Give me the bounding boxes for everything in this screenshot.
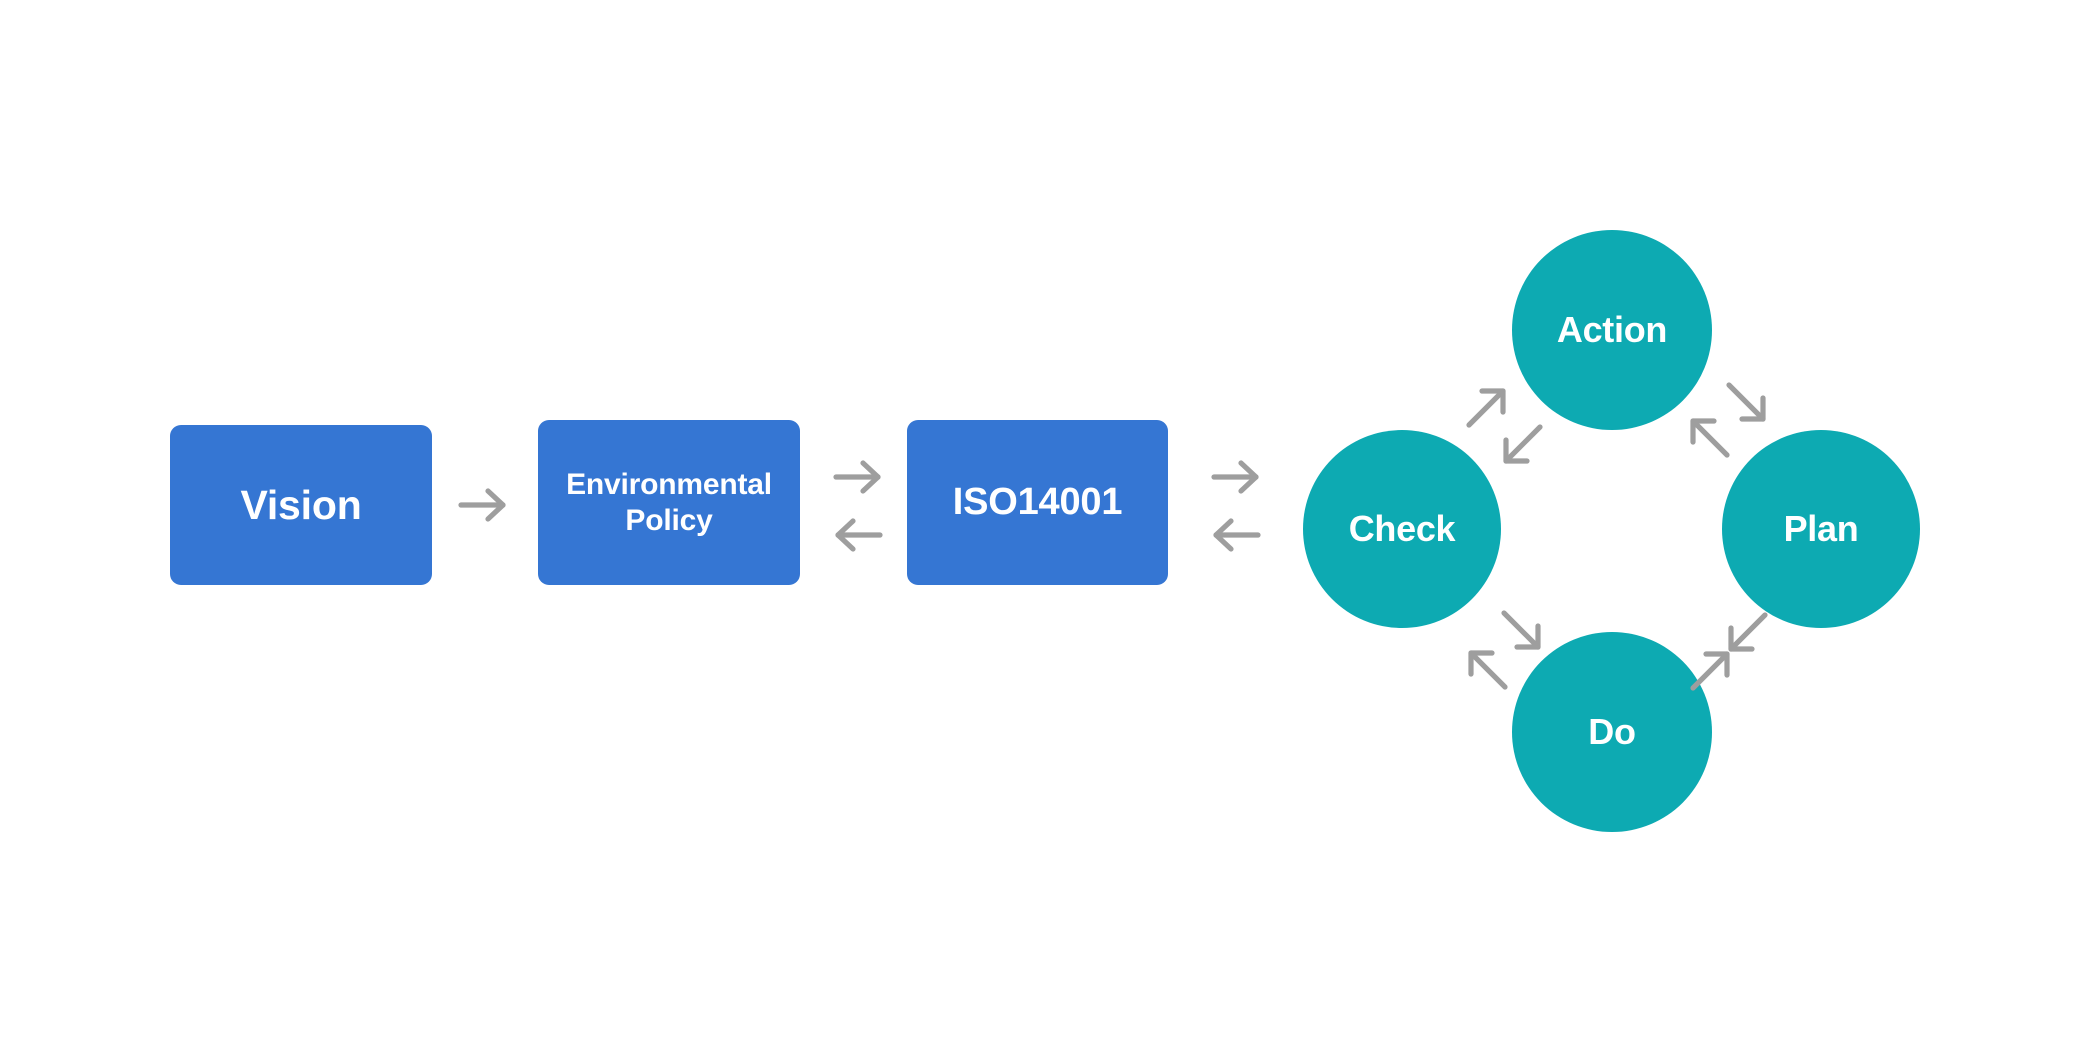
- arrow-down-left-icon: [1722, 608, 1772, 658]
- process-box-environmental-policy[interactable]: Environmental Policy: [538, 420, 800, 585]
- arrow-right-icon: [455, 478, 511, 532]
- arrow-up-right-icon: [1686, 645, 1736, 695]
- policy-label-line-2: Policy: [625, 503, 713, 537]
- connector-check-to-action: [1462, 382, 1512, 432]
- connector-do-to-plan: [1686, 645, 1736, 695]
- connector-plan-to-action: [1684, 412, 1734, 462]
- connector-iso-to-pdca: [1208, 450, 1264, 504]
- arrow-up-left-icon: [1462, 644, 1512, 694]
- process-box-environmental-policy-label: Environmental Policy: [566, 467, 772, 538]
- arrow-down-left-icon: [1497, 420, 1547, 470]
- pdca-node-plan[interactable]: Plan: [1722, 430, 1920, 628]
- connector-policy-to-iso: [830, 450, 886, 504]
- arrow-up-right-icon: [1462, 382, 1512, 432]
- connector-check-to-do: [1462, 644, 1512, 694]
- arrow-down-right-icon: [1722, 378, 1772, 428]
- arrow-down-right-icon: [1497, 606, 1547, 656]
- connector-iso-to-policy: [830, 508, 886, 562]
- arrow-left-icon: [1208, 508, 1264, 562]
- connector-pdca-to-iso: [1208, 508, 1264, 562]
- arrow-left-icon: [830, 508, 886, 562]
- process-box-iso14001[interactable]: ISO14001: [907, 420, 1168, 585]
- pdca-node-check[interactable]: Check: [1303, 430, 1501, 628]
- pdca-node-check-label: Check: [1348, 508, 1456, 549]
- connector-action-to-check: [1497, 420, 1547, 470]
- connector-do-to-check: [1497, 606, 1547, 656]
- arrow-right-icon: [830, 450, 886, 504]
- pdca-node-action[interactable]: Action: [1512, 230, 1712, 430]
- process-box-vision-label: Vision: [240, 481, 362, 528]
- pdca-node-do[interactable]: Do: [1512, 632, 1712, 832]
- connector-action-to-plan: [1722, 378, 1772, 428]
- policy-label-line-1: Environmental: [566, 468, 772, 502]
- arrow-up-left-icon: [1684, 412, 1734, 462]
- connector-vision-to-policy: [455, 478, 511, 532]
- process-box-vision[interactable]: Vision: [170, 425, 432, 585]
- pdca-node-action-label: Action: [1556, 309, 1668, 350]
- pdca-node-plan-label: Plan: [1783, 508, 1859, 549]
- process-box-iso14001-label: ISO14001: [952, 481, 1123, 524]
- arrow-right-icon: [1208, 450, 1264, 504]
- pdca-node-do-label: Do: [1588, 711, 1636, 752]
- connector-plan-to-do: [1722, 608, 1772, 658]
